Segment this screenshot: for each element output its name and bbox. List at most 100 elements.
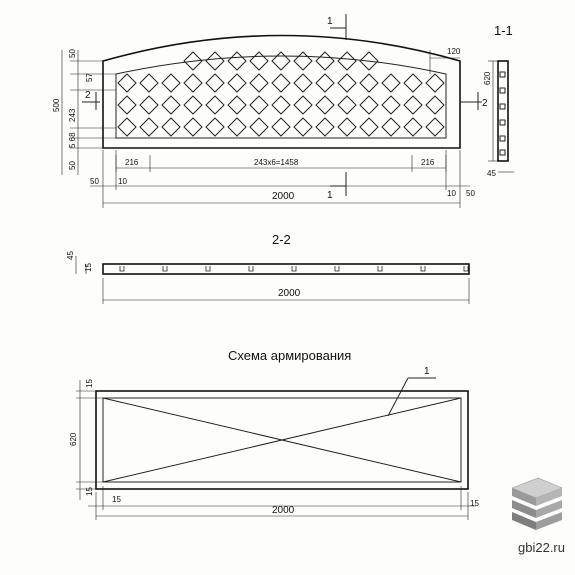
lattice-cell (359, 51, 379, 71)
section-bar (499, 119, 506, 126)
section-bar (499, 149, 506, 156)
lattice-cell (205, 73, 225, 93)
lattice-cell (315, 51, 335, 71)
slab-stirrup (334, 266, 340, 272)
dim-5-68: 5 68 (68, 132, 77, 148)
lattice-cell (161, 95, 181, 115)
slab-stirrup (420, 266, 426, 272)
lattice-cell (205, 51, 225, 71)
panel-outline (102, 34, 461, 149)
lattice-cell (315, 95, 335, 115)
reinforcement-outer (95, 390, 469, 490)
dim-243: 243 (68, 108, 77, 122)
lattice-cell (249, 117, 269, 137)
dim-50-right: 50 (466, 189, 475, 198)
dim-216-right: 216 (421, 158, 435, 167)
lattice-cell (359, 117, 379, 137)
section-1-1-profile (497, 60, 509, 162)
lattice-cell (139, 117, 159, 137)
section-2-2-view: 2-2 45 15 2000 (66, 232, 470, 304)
cut-mark-2-left: 2 (85, 90, 91, 101)
lattice-cell (183, 95, 203, 115)
lattice-cell (249, 51, 269, 71)
dim-reinf-15-right: 15 (470, 499, 479, 508)
section-bar (499, 87, 506, 94)
lattice-cell (359, 73, 379, 93)
dim-reinf-15-bottom: 15 (85, 487, 94, 496)
lattice-cell (161, 73, 181, 93)
callout-1: 1 (424, 366, 430, 377)
slab-stirrup (162, 266, 168, 272)
cut-mark-1-bottom: 1 (327, 190, 333, 201)
dim-grid: 243x6=1458 (254, 158, 299, 167)
reinforcement-view: Схема армирования 1 15 620 15 15 15 2000 (69, 348, 479, 520)
slab-stirrup (119, 266, 125, 272)
lattice-cell (139, 73, 159, 93)
lattice-cell (271, 51, 291, 71)
lattice-cell (381, 117, 401, 137)
lattice-cell (117, 73, 137, 93)
reinforcement-mesh (102, 397, 462, 483)
slab-stirrup (291, 266, 297, 272)
section-2-2-title: 2-2 (272, 232, 291, 247)
lattice-cell (183, 117, 203, 137)
lattice-cell (381, 73, 401, 93)
dim-bottom-50: 50 (68, 161, 77, 170)
lattice-cell (293, 117, 313, 137)
lattice-cell (183, 73, 203, 93)
cut-mark-1-top: 1 (327, 16, 333, 27)
slab-stirrup (205, 266, 211, 272)
lattice-cell (359, 95, 379, 115)
lattice-cell (425, 117, 445, 137)
lattice-cell (161, 117, 181, 137)
lattice-cell (425, 73, 445, 93)
lattice-cell (403, 117, 423, 137)
dim-45: 45 (487, 169, 496, 178)
dim-620: 620 (483, 71, 492, 85)
dim-2-2-15: 15 (84, 263, 93, 272)
lattice-cell (337, 73, 357, 93)
lattice-cell (315, 117, 335, 137)
logo-icon (511, 477, 563, 530)
lattice-cell (205, 117, 225, 137)
lattice-cell (227, 51, 247, 71)
dim-500: 500 (52, 98, 61, 112)
lattice-cell (315, 73, 335, 93)
dim-10-left: 10 (118, 177, 127, 186)
lattice-cell (117, 117, 137, 137)
lattice-cell (139, 95, 159, 115)
section-bar (499, 71, 506, 78)
lattice-cell (403, 73, 423, 93)
dim-reinf-15-left: 15 (112, 495, 121, 504)
lattice-cell (381, 95, 401, 115)
dim-50-left: 50 (90, 177, 99, 186)
cut-mark-2-right: 2 (482, 98, 488, 109)
lattice-cell (337, 95, 357, 115)
dim-reinf-15-top: 15 (85, 379, 94, 388)
lattice-cell (337, 117, 357, 137)
section-label-1-1: 1-1 (494, 23, 513, 38)
dim-2-2-45: 45 (66, 251, 75, 260)
dim-total-2000: 2000 (272, 191, 295, 202)
reinforcement-title: Схема армирования (228, 348, 351, 363)
lattice-cell (227, 95, 247, 115)
lattice-cell (271, 95, 291, 115)
dim-top-50: 50 (68, 49, 77, 58)
dim-10-right: 10 (447, 189, 456, 198)
dim-57: 57 (85, 73, 94, 82)
panel-inner-frame (115, 55, 447, 139)
lattice-cell (183, 51, 203, 71)
section-bar (499, 103, 506, 110)
watermark: gbi22.ru (518, 540, 565, 555)
section-2-2-slab (102, 263, 470, 275)
lattice-cell (227, 117, 247, 137)
dim-2-2-total: 2000 (278, 288, 301, 299)
lattice-cell (249, 73, 269, 93)
lattice-cell (117, 95, 137, 115)
lattice-cell (293, 51, 313, 71)
lattice-cell (337, 51, 357, 71)
dim-216-left: 216 (125, 158, 139, 167)
slab-stirrup (463, 266, 469, 272)
lattice-cell (293, 73, 313, 93)
